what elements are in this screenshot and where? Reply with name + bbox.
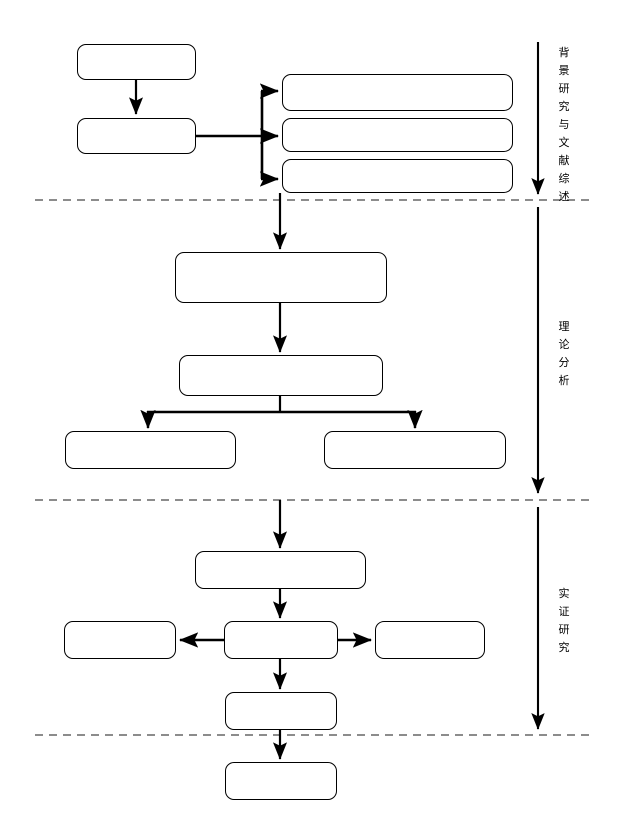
box-research-question[interactable]	[77, 118, 196, 154]
box-literature-1[interactable]	[282, 74, 513, 111]
box-empirical-right[interactable]	[375, 621, 485, 659]
box-theory-model[interactable]	[179, 355, 383, 396]
box-empirical-design[interactable]	[195, 551, 366, 589]
arrow-model-split-trunk	[147, 396, 416, 414]
box-theory-branch-left[interactable]	[65, 431, 236, 469]
box-empirical-core[interactable]	[224, 621, 338, 659]
phase-label-background-research: 背 景 研 究 与 文 献 综 述	[558, 46, 570, 203]
box-literature-3[interactable]	[282, 159, 513, 193]
box-theory-branch-right[interactable]	[324, 431, 506, 469]
box-literature-2[interactable]	[282, 118, 513, 152]
box-results[interactable]	[225, 692, 337, 730]
box-intro[interactable]	[77, 44, 196, 80]
box-empirical-left[interactable]	[64, 621, 176, 659]
phase-label-theoretical-analysis: 理 论 分 析	[558, 320, 570, 387]
phase-label-empirical-research: 实 证 研 究	[558, 587, 570, 654]
box-conclusion[interactable]	[225, 762, 337, 800]
box-theory-framework[interactable]	[175, 252, 387, 303]
arrow-question-to-literature-trunk	[196, 91, 264, 179]
